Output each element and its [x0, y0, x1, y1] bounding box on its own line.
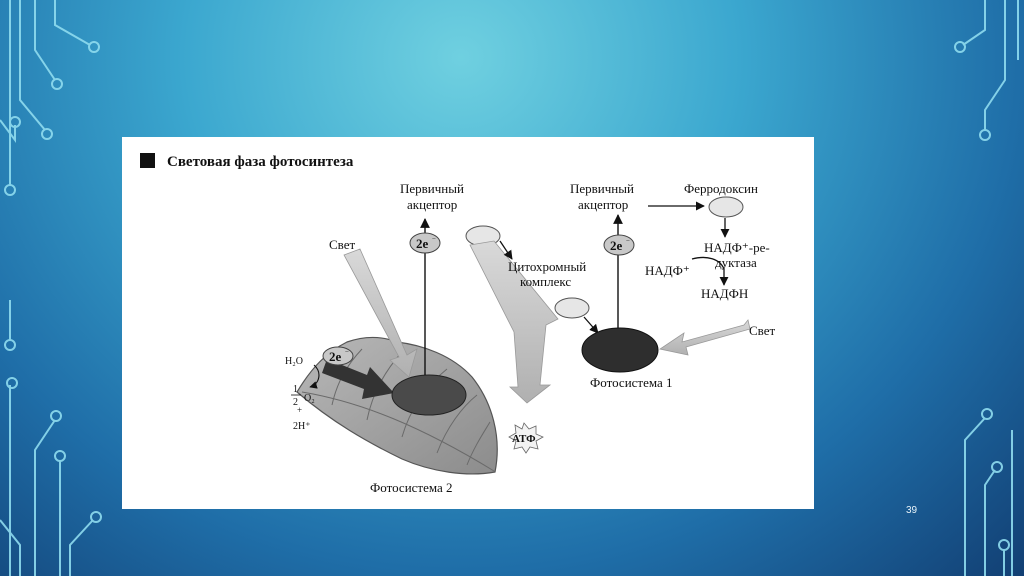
light-right-label: Свет: [749, 323, 776, 338]
photosynthesis-figure: Световая фаза фотосинтеза 2e −: [122, 137, 814, 509]
water-label: H₂O: [285, 356, 303, 367]
half-denominator: 2: [293, 397, 298, 408]
svg-text:2e: 2e: [610, 238, 623, 253]
cytochrome-label-1: Цитохромный: [508, 259, 586, 274]
title-marker: [140, 153, 155, 168]
svg-text:2e: 2e: [329, 349, 342, 364]
photosystem-2-label: Фотосистема 2: [370, 480, 453, 495]
electron-badge-water: 2e −: [322, 346, 354, 366]
svg-text:−: −: [432, 235, 436, 243]
svg-text:−: −: [345, 348, 349, 356]
ferredoxin-oval: [708, 196, 744, 218]
nadp-plus-label: НАДФ⁺: [645, 263, 690, 278]
half-numerator: 1: [293, 384, 298, 395]
electron-badge-left: 2e −: [409, 232, 441, 254]
water-electron-arrow: [322, 359, 394, 399]
svg-text:−: −: [626, 237, 630, 245]
slide-number: 39: [906, 505, 918, 516]
nadp-reductase-label-1: НАДФ⁺-ре-: [704, 240, 770, 255]
light-beam-right: [658, 319, 751, 356]
acceptor-to-cytochrome-arrow: [499, 240, 513, 260]
water-split-arrow: [309, 364, 320, 389]
nadph-label: НАДФН: [701, 286, 748, 301]
photosystem-2-ellipse: [391, 374, 467, 416]
atp-beam: [469, 240, 559, 404]
svg-text:2e: 2e: [416, 236, 429, 251]
svg-text:+: +: [297, 405, 302, 415]
nadp-conversion-arrow: [691, 256, 729, 286]
light-beam-left: [343, 248, 418, 378]
diagram-title: Световая фаза фотосинтеза: [167, 154, 354, 170]
svg-text:АТФ: АТФ: [512, 433, 536, 445]
cytochrome-oval: [554, 297, 590, 319]
ferredoxin-label: Ферродоксин: [684, 181, 758, 196]
atp-burst: АТФ: [508, 422, 544, 454]
photosystem-1-ellipse: [581, 327, 659, 373]
light-left-label: Свет: [329, 237, 356, 252]
cytochrome-to-ps1-arrow: [583, 316, 599, 334]
protons-label: 2H⁺: [293, 421, 311, 432]
electron-badge-right: 2e −: [603, 234, 635, 256]
primary-acceptor-right-label-1: Первичный: [570, 181, 634, 196]
primary-acceptor-left-label-2: акцептор: [407, 197, 457, 212]
cytochrome-label-2: комплекс: [520, 274, 571, 289]
primary-acceptor-right-label-2: акцептор: [578, 197, 628, 212]
photosystem-1-label: Фотосистема 1: [590, 375, 673, 390]
nadp-reductase-label-2: дуктаза: [715, 255, 757, 270]
oxygen-label: O₂: [304, 393, 315, 404]
primary-acceptor-left-label-1: Первичный: [400, 181, 464, 196]
